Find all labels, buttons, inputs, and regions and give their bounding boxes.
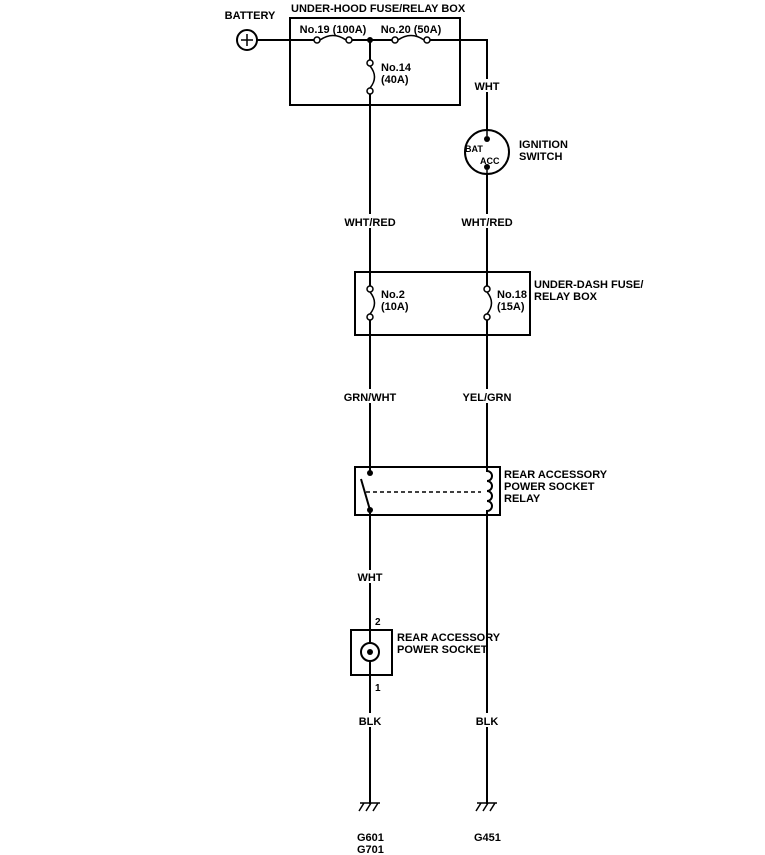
relay-contact-icon [360, 470, 373, 513]
wire-color-wht-top: WHT [474, 81, 499, 93]
label-bg [474, 713, 500, 727]
label-bg [357, 713, 383, 727]
wire-color-grnwht: GRN/WHT [344, 392, 397, 404]
fuse-no18-rating: (15A) [497, 301, 525, 313]
junction-dot [367, 37, 373, 43]
ignition-switch-label-1: IGNITION [519, 139, 568, 151]
label-bg [342, 214, 398, 228]
underhood-box-label: UNDER-HOOD FUSE/RELAY BOX [291, 3, 466, 15]
relay-coil-icon [486, 470, 493, 512]
underdash-fuse-box [354, 271, 531, 336]
socket-terminal-2: 2 [375, 617, 381, 628]
ground-right-icon [475, 802, 497, 812]
ignition-switch-label-2: SWITCH [519, 151, 562, 163]
power-socket-icon [360, 642, 380, 662]
fuse-no14-icon [366, 59, 376, 95]
battery-icon [236, 29, 258, 51]
wire-color-blk-left: BLK [359, 716, 382, 728]
label-bg [459, 214, 515, 228]
wire-color-wht-lower: WHT [357, 572, 382, 584]
wire-color-whtred-right: WHT/RED [461, 217, 512, 229]
ground-right-label: G451 [474, 832, 501, 844]
fuse-no14-rating: (40A) [381, 74, 409, 86]
fuse-no18-icon [483, 285, 493, 321]
underhood-fuse-box [289, 17, 461, 106]
ignition-switch-icon [464, 129, 510, 175]
battery-label: BATTERY [225, 10, 276, 22]
wire-color-yelgrn: YEL/GRN [463, 392, 512, 404]
socket-terminal-1: 1 [375, 683, 381, 694]
underdash-box-label-2: RELAY BOX [534, 291, 598, 303]
fuse-no20-icon [391, 34, 431, 44]
label-bg [355, 570, 385, 583]
power-socket-box [350, 629, 393, 676]
label-bg [472, 79, 502, 92]
ignition-acc-terminal-label: ACC [480, 156, 500, 166]
wire-color-whtred-left: WHT/RED [344, 217, 395, 229]
ground-left-label-1: G601 [357, 832, 384, 844]
socket-label-2: POWER SOCKET [397, 644, 488, 656]
fuse-no20-label: No.20 (50A) [381, 24, 442, 36]
fuse-no14-name: No.14 [381, 62, 412, 74]
ground-left-label-2: G701 [357, 844, 384, 855]
fuse-no19-icon [313, 34, 353, 44]
fuse-no18-name: No.18 [497, 289, 527, 301]
fuse-no19-label: No.19 (100A) [300, 24, 367, 36]
ignition-bat-terminal-label: BAT [465, 144, 483, 154]
fuse-no2-rating: (10A) [381, 301, 409, 313]
socket-label-1: REAR ACCESSORY [397, 632, 501, 644]
relay-label-2: POWER SOCKET [504, 481, 595, 493]
underdash-box-label-1: UNDER-DASH FUSE/ [534, 279, 643, 291]
wire-color-blk-right: BLK [476, 716, 499, 728]
label-bg [341, 389, 399, 403]
relay-label-3: RELAY [504, 493, 541, 505]
fuse-no2-name: No.2 [381, 289, 405, 301]
wire-segments [256, 39, 488, 804]
fuse-no2-icon [366, 285, 376, 321]
relay-label-1: REAR ACCESSORY [504, 469, 608, 481]
relay-box [354, 466, 501, 516]
label-bg [458, 389, 516, 403]
ground-left-icon [358, 802, 380, 812]
